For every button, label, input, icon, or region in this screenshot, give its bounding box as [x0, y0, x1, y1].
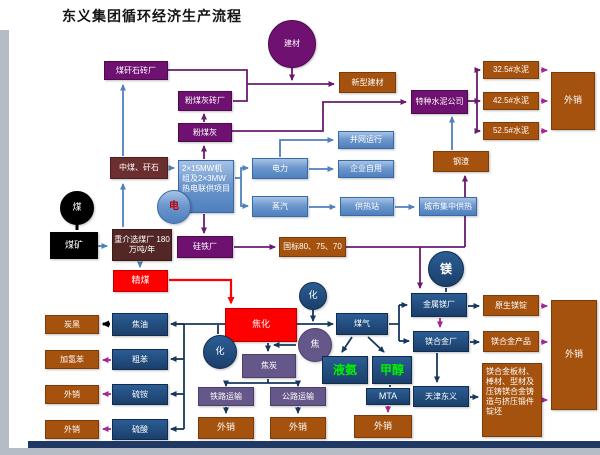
slide-bottom-margin [0, 448, 600, 455]
methanol-box: 甲醇 [372, 356, 412, 384]
special-cement-company-box: 特种水泥公司 [411, 90, 468, 114]
chemical-circle-left: 化 [203, 335, 237, 369]
magnesium-metal-plant-box: 金属镁厂 [411, 293, 467, 317]
rail-transport-box: 铁路运输 [198, 387, 254, 406]
export-mg-box: 外销 [551, 300, 597, 410]
export-road-box: 外销 [270, 417, 326, 439]
building-material-circle: 建材 [268, 20, 316, 68]
electricity-circle: 电 [157, 190, 191, 224]
export-rail-box: 外销 [198, 417, 254, 439]
coking-box: 焦化 [225, 308, 297, 342]
middlings-gangue-box: 中煤、矸石 [110, 157, 168, 179]
crude-benzene-box: 粗苯 [112, 349, 168, 370]
magnesium-circle: 镁 [428, 251, 464, 287]
ammonium-sulfate-box: 硫铵 [112, 384, 168, 405]
self-use-box: 企业自用 [338, 160, 394, 178]
sulfuric-acid-box: 硫酸 [112, 419, 168, 440]
heating-station-box: 供热站 [340, 197, 394, 216]
flyash-brick-plant-box: 粉煤灰砖厂 [178, 91, 232, 111]
slide-left-margin [0, 30, 9, 449]
power-box: 电力 [252, 158, 308, 179]
cement-325-box: 32.5#水泥 [483, 61, 539, 79]
coal-gas-box: 煤气 [336, 313, 388, 335]
mg-alloy-products-box: 镁合金产品 [483, 331, 539, 352]
grid-operation-box: 并网运行 [338, 131, 394, 149]
export-ammonium-sulfate-box: 外销 [45, 385, 99, 404]
coal-washing-plant-box: 重介选煤厂 180万吨/年 [112, 229, 172, 261]
new-building-material-box: 新型建材 [339, 72, 396, 93]
tianjin-dongyi-box: 天津东义 [413, 386, 469, 407]
steel-slag-box: 钢渣 [433, 151, 489, 172]
mg-semi-products-box: 镁合金板材、棒材、型材及压铸镁合金铸造与挤压锻件锭坯 [482, 363, 542, 437]
mta-box: MTA [366, 388, 410, 405]
steam-box: 蒸汽 [252, 196, 308, 217]
mg-alloy-plant-box: 镁合金厂 [413, 331, 469, 352]
chemical-circle-top: 化 [299, 282, 327, 310]
cement-525-box: 52.5#水泥 [483, 122, 539, 140]
export-mta-box: 外销 [354, 415, 412, 438]
grade-standard-box: 国标80、75、70 [279, 237, 346, 257]
hydro-benzene-box: 加氢苯 [45, 350, 99, 369]
flyash-box: 粉煤灰 [178, 123, 232, 142]
city-heating-box: 城市集中供热 [419, 197, 477, 216]
page-title: 东义集团循环经济生产流程 [62, 8, 242, 24]
gangue-brick-plant-box: 煤矸石砖厂 [104, 61, 168, 80]
tar-box: 焦油 [112, 313, 168, 336]
carbon-black-box: 炭黑 [45, 315, 99, 334]
slide-bottom-accent-bar [28, 441, 600, 448]
coal-circle: 煤 [60, 191, 94, 225]
export-cement-box: 外销 [551, 72, 595, 130]
road-transport-box: 公路运输 [270, 387, 326, 406]
cement-425-box: 42.5#水泥 [483, 92, 539, 110]
coal-mine-box: 煤矿 [50, 232, 98, 259]
coke-box: 焦炭 [242, 354, 296, 378]
export-sulfuric-acid-box: 外销 [45, 420, 99, 439]
liquid-ammonia-box: 液氨 [322, 356, 368, 384]
primary-mg-ingot-box: 原生镁锭 [483, 295, 539, 316]
ferrosilicon-plant-box: 硅铁厂 [177, 236, 233, 258]
clean-coal-box: 精煤 [113, 270, 168, 292]
